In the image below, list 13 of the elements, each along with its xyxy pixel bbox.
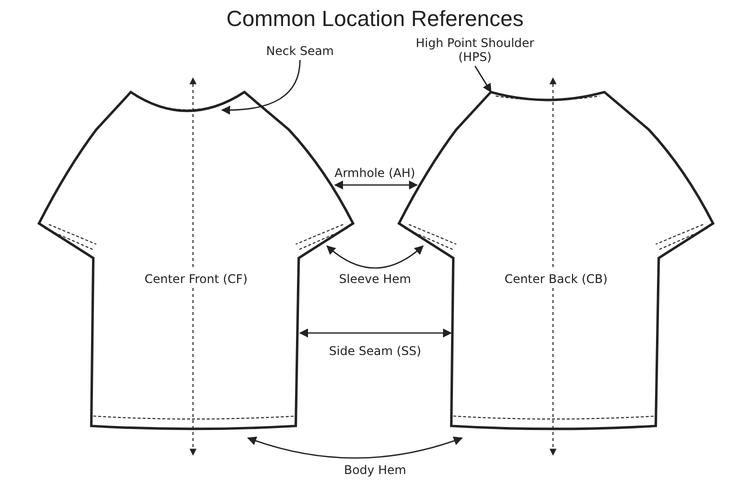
edge-label: Body Hem xyxy=(344,463,406,477)
callout-label: High Point Shoulder (HPS) xyxy=(414,36,536,64)
double-arrow xyxy=(247,436,463,459)
callout-label: Neck Seam xyxy=(265,44,335,58)
edge-label: Side Seam (SS) xyxy=(329,344,422,358)
leader-line xyxy=(474,66,492,93)
double-arrow xyxy=(326,245,424,269)
leader-line xyxy=(221,60,301,115)
double-arrow xyxy=(334,180,418,190)
double-arrow xyxy=(299,328,452,338)
edge-label: Sleeve Hem xyxy=(339,272,412,286)
edge-label: Armhole (AH) xyxy=(334,166,416,180)
title: Common Location References xyxy=(225,6,525,32)
